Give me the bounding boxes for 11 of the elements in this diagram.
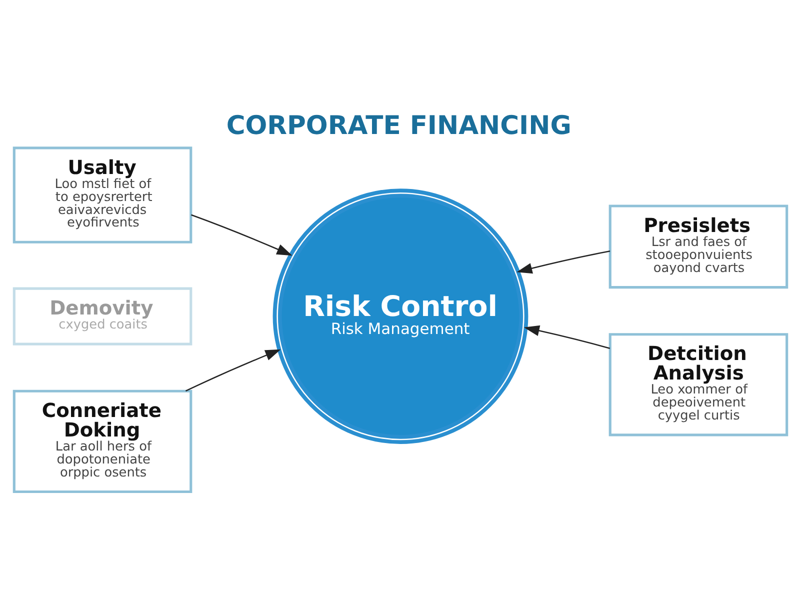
node-circle: Risk Control Risk Management <box>272 188 528 444</box>
arrow <box>516 250 610 274</box>
node-box: Presislets Lsr and faes of stooeponvuients oayond cvarts <box>608 204 788 288</box>
arrow <box>523 324 610 349</box>
node-box: Usalty Loo mstl fiet of to epoysrertert eaivaxrevicds eyofirvents <box>12 146 192 243</box>
node-box: Conneriate Doking Lar aoll hers of dopotoneniate orppic osents <box>12 389 192 493</box>
arrow <box>190 214 292 256</box>
arrow <box>184 348 280 392</box>
diagram-title: CORPORATE FINANCING <box>226 110 571 140</box>
node-box: Demovity cxyged coaits <box>12 286 192 345</box>
node-box: Detcition Analysis Leo xommer of depeoivement cyygel curtis <box>608 332 788 436</box>
